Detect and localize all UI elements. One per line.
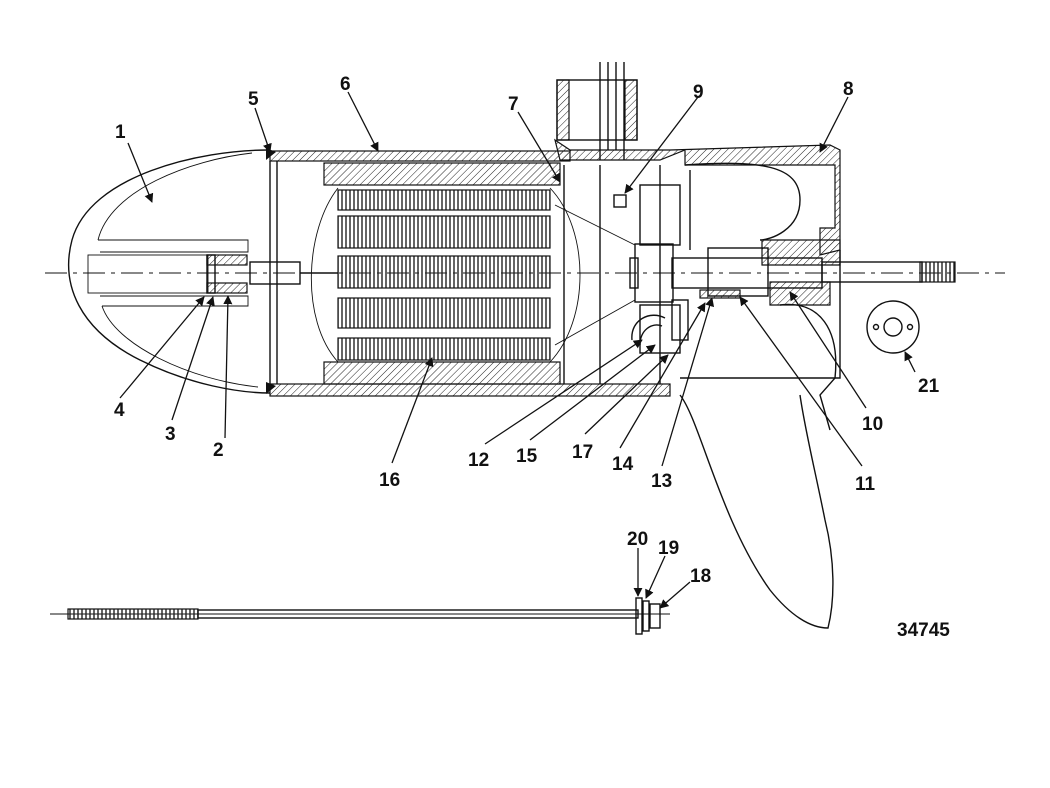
prop-shaft: [671, 247, 956, 297]
callout-4: 4: [114, 400, 125, 421]
washer: [866, 300, 920, 354]
armature: [300, 187, 581, 363]
callout-13: 13: [651, 471, 672, 492]
callout-15: 15: [516, 446, 538, 467]
callout-2: 2: [213, 440, 224, 461]
nose-cone: [68, 149, 271, 394]
callout-1: 1: [115, 122, 126, 143]
callout-labels: 1 2 3 4 5 6 7 8 9 10 11 12 13 14 15 16 1…: [114, 74, 940, 587]
callout-11: 11: [855, 474, 876, 495]
callout-6: 6: [340, 74, 351, 95]
callout-10: 10: [862, 414, 883, 435]
callout-8: 8: [843, 79, 854, 100]
commutator: [554, 204, 674, 346]
end-cap-housing: [554, 62, 841, 384]
brush-holder: [631, 289, 741, 354]
callout-18: 18: [690, 566, 711, 587]
leader-lines: [119, 91, 916, 609]
callout-19: 19: [658, 538, 679, 559]
part-id: 34745: [897, 620, 950, 641]
callout-16: 16: [379, 470, 400, 491]
callout-12: 12: [468, 450, 489, 471]
prop-nut-hub: [206, 254, 301, 294]
callout-21: 21: [918, 376, 940, 397]
callout-9: 9: [693, 82, 704, 103]
motor-housing: [266, 148, 671, 397]
callout-14: 14: [612, 454, 634, 475]
callout-3: 3: [165, 424, 176, 445]
callout-20: 20: [627, 529, 648, 550]
skeg: [679, 303, 837, 629]
callout-5: 5: [248, 89, 259, 110]
callout-7: 7: [508, 94, 519, 115]
callout-17: 17: [572, 442, 593, 463]
thru-bolt: [50, 597, 670, 635]
